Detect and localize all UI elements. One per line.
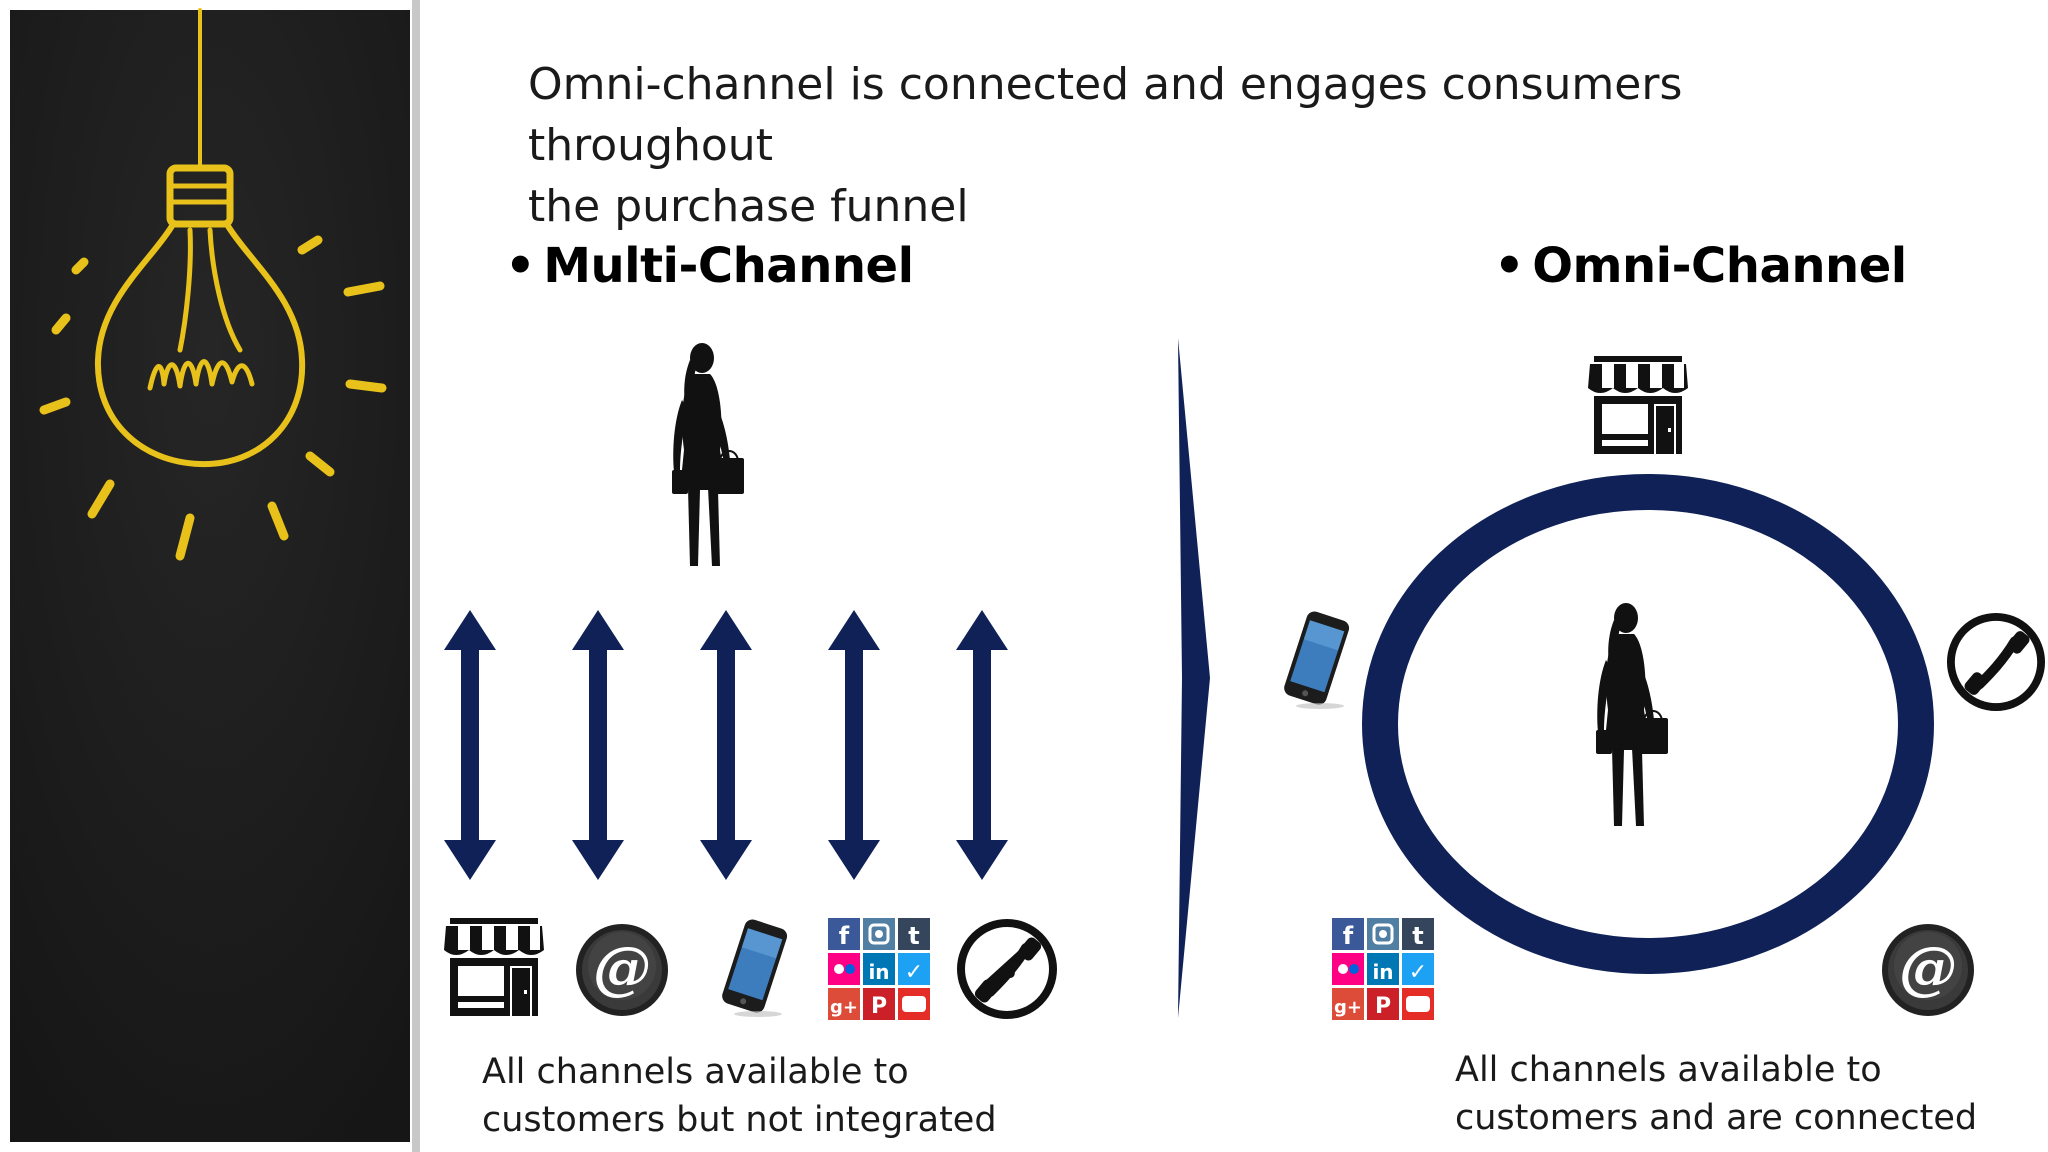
- email-icon: @: [576, 924, 668, 1016]
- bullet: •: [1494, 238, 1525, 294]
- title-line-2: the purchase funnel: [528, 181, 969, 232]
- double-arrow-2: [572, 610, 624, 880]
- multi-channel-caption-line-2: customers but not integrated: [482, 1100, 997, 1140]
- svg-text:✓: ✓: [1409, 960, 1427, 985]
- double-arrow-1: [444, 610, 496, 880]
- double-arrow-4: [828, 610, 880, 880]
- email-icon: @: [1882, 924, 1974, 1016]
- multi-channel-heading: •Multi-Channel: [505, 238, 914, 294]
- multi-channel-caption-line-1: All channels available to: [482, 1052, 909, 1092]
- multi-channel-caption: All channels available to customers but …: [482, 1048, 997, 1144]
- title-line-1: Omni-channel is connected and engages co…: [528, 59, 1683, 171]
- omni-channel-heading-text: Omni-Channel: [1532, 238, 1907, 294]
- bullet: •: [505, 238, 536, 294]
- omni-channel-heading: •Omni-Channel: [1494, 238, 1907, 294]
- smartphone-icon: [1284, 611, 1350, 709]
- multi-channel-heading-text: Multi-Channel: [543, 238, 914, 294]
- omni-channel-caption-line-2: customers and are connected: [1455, 1098, 1978, 1138]
- omni-channel-caption: All channels available to customers and …: [1455, 1046, 1977, 1142]
- svg-text:P: P: [1375, 994, 1391, 1019]
- svg-text:f: f: [839, 922, 850, 950]
- channel-arrows: [444, 610, 1008, 880]
- omni-channel-caption-line-1: All channels available to: [1455, 1050, 1882, 1090]
- svg-text:P: P: [871, 994, 887, 1019]
- svg-text:g+: g+: [1334, 997, 1362, 1018]
- shopper-silhouette-icon: [672, 343, 744, 566]
- svg-text:✓: ✓: [905, 960, 923, 985]
- double-arrow-3: [700, 610, 752, 880]
- phone-icon: [1946, 612, 2046, 712]
- chalkboard-panel: [0, 0, 420, 1152]
- shopper-silhouette-icon: [1596, 603, 1668, 826]
- svg-text:@: @: [1899, 934, 1957, 1002]
- svg-text:t: t: [908, 922, 919, 950]
- double-arrow-5: [956, 610, 1008, 880]
- svg-text:f: f: [1343, 922, 1354, 950]
- smartphone-icon: [722, 919, 788, 1017]
- svg-text:in: in: [1372, 960, 1393, 984]
- svg-text:in: in: [868, 960, 889, 984]
- light-bulb-icon: [39, 8, 387, 561]
- store-icon: [444, 918, 544, 1016]
- phone-icon: [957, 919, 1057, 1019]
- store-icon: [1588, 356, 1688, 454]
- svg-text:@: @: [593, 934, 651, 1002]
- slide-title: Omni-channel is connected and engages co…: [528, 54, 1928, 237]
- social-media-icon: f t in ✓ g+ P: [828, 918, 930, 1020]
- social-media-icon: f t in ✓ g+ P: [1332, 918, 1434, 1020]
- svg-text:t: t: [1412, 922, 1423, 950]
- divider-chevron: [1178, 338, 1210, 1018]
- svg-text:g+: g+: [830, 997, 858, 1018]
